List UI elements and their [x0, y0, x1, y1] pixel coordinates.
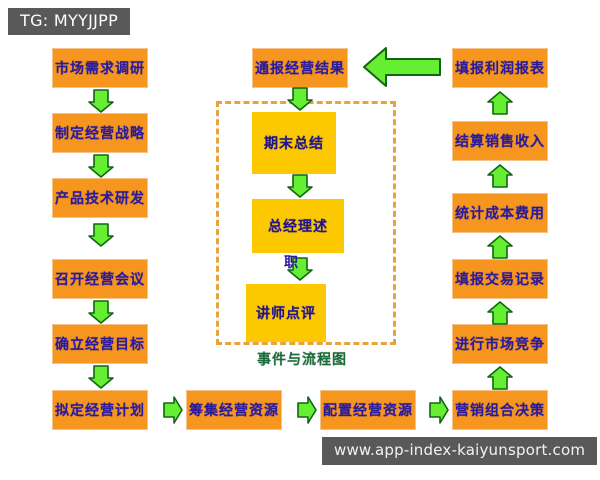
- process-box-business-meeting[interactable]: 召开经营会议: [52, 259, 148, 299]
- process-box-settle-revenue[interactable]: 结算销售收入: [452, 121, 548, 161]
- process-box-transaction-record[interactable]: 填报交易记录: [452, 259, 548, 299]
- arrow-down-5: [88, 365, 114, 389]
- arrow-left-large: [363, 46, 441, 88]
- process-box-announce-results[interactable]: 通报经营结果: [252, 48, 348, 88]
- arrow-down-center-1: [287, 87, 313, 111]
- process-box-raise-resources[interactable]: 筹集经营资源: [186, 390, 282, 430]
- process-box-instructor-comment[interactable]: 讲师点评: [246, 284, 326, 342]
- process-box-market-research[interactable]: 市场需求调研: [52, 48, 148, 88]
- arrow-up-2: [487, 164, 513, 188]
- arrow-down-center-3: [287, 257, 313, 281]
- arrow-right-2: [297, 396, 317, 424]
- arrow-up-4: [487, 301, 513, 325]
- arrow-down-4: [88, 300, 114, 324]
- process-box-gm-report[interactable]: 总经理述: [252, 199, 344, 253]
- arrow-up-5: [487, 366, 513, 390]
- process-box-business-goals[interactable]: 确立经营目标: [52, 324, 148, 364]
- arrow-up-1: [487, 91, 513, 115]
- arrow-down-center-2: [287, 174, 313, 198]
- process-box-cost-statistics[interactable]: 统计成本费用: [452, 193, 548, 233]
- arrow-right-3: [429, 396, 449, 424]
- process-box-business-plan[interactable]: 拟定经营计划: [52, 390, 148, 430]
- process-box-allocate-resources[interactable]: 配置经营资源: [320, 390, 416, 430]
- process-box-market-competition[interactable]: 进行市场竞争: [452, 324, 548, 364]
- tg-badge: TG: MYYJJPP: [8, 8, 131, 35]
- arrow-down-2: [88, 154, 114, 178]
- arrow-down-1: [88, 89, 114, 113]
- process-box-marketing-mix[interactable]: 营销组合决策: [452, 390, 548, 430]
- watermark: www.app-index-kaiyunsport.com: [322, 437, 598, 465]
- process-box-profit-report[interactable]: 填报利润报表: [452, 48, 548, 88]
- process-box-product-rnd[interactable]: 产品技术研发: [52, 178, 148, 218]
- group-label-event-flow: 事件与流程图: [257, 352, 347, 368]
- process-box-period-summary[interactable]: 期末总结: [252, 112, 336, 174]
- arrow-down-3: [88, 223, 114, 247]
- arrow-up-3: [487, 235, 513, 259]
- arrow-right-1: [163, 396, 183, 424]
- process-box-business-strategy[interactable]: 制定经营战略: [52, 113, 148, 153]
- overflow-glyph-zhi: 职: [284, 255, 298, 271]
